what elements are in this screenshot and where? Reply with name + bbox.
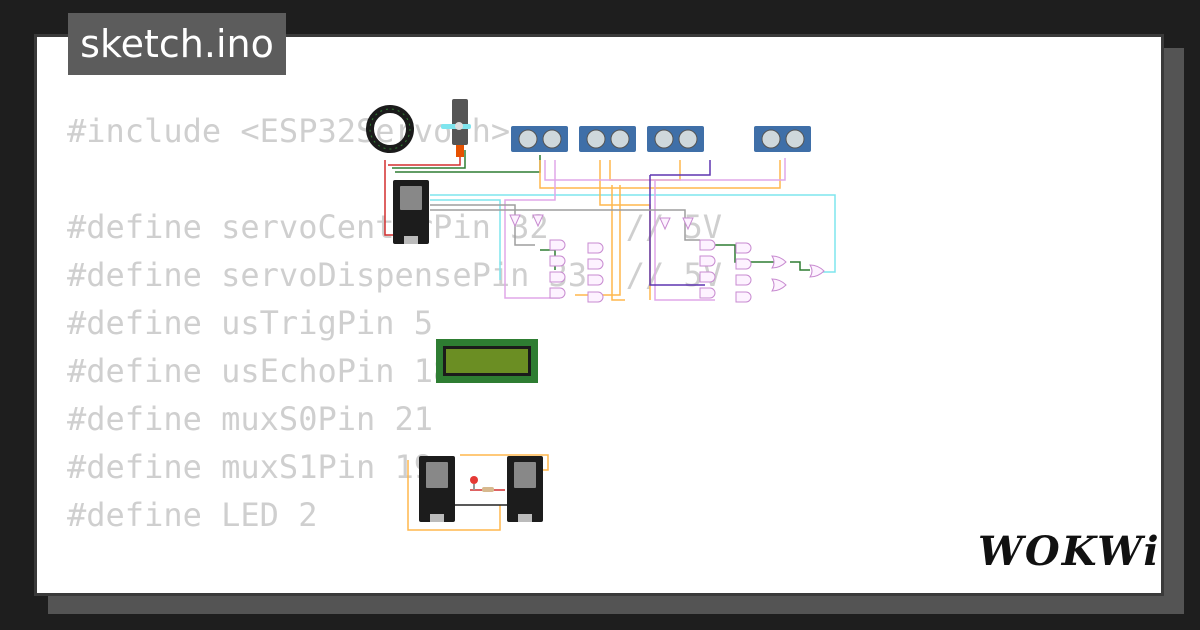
sketch-title: sketch.ino bbox=[68, 13, 286, 75]
code-line: #define muxS1Pin 19 bbox=[67, 448, 434, 486]
hc-sr04-sensor bbox=[754, 126, 811, 152]
and-gate-icon bbox=[549, 255, 566, 267]
and-gate-icon bbox=[699, 271, 716, 283]
wire-orange bbox=[611, 185, 625, 301]
logic-gates-right bbox=[659, 217, 825, 303]
wire-green bbox=[790, 261, 810, 271]
code-line: #define usEchoPin 18 bbox=[67, 352, 453, 390]
wire-gray bbox=[430, 209, 700, 241]
code-line: #define LED 2 bbox=[67, 496, 318, 534]
esp32-board bbox=[419, 456, 455, 522]
and-gate-icon bbox=[587, 258, 604, 270]
and-gate-icon bbox=[587, 242, 604, 254]
wire-red bbox=[388, 150, 461, 166]
and-gate-icon bbox=[735, 274, 752, 286]
wire-purple bbox=[649, 175, 705, 286]
and-gate-icon bbox=[735, 291, 752, 303]
code-line: #define servoDispensePin 33 // 5V bbox=[67, 256, 723, 294]
and-gate-icon bbox=[735, 242, 752, 254]
and-gate-icon bbox=[735, 258, 752, 270]
hc-sr04-sensor bbox=[647, 126, 704, 152]
and-gate-icon bbox=[587, 291, 604, 303]
not-gate-icon bbox=[682, 217, 694, 231]
red-led bbox=[470, 476, 478, 490]
not-gate-icon bbox=[659, 217, 671, 231]
code-line: Servo servoCenter, servoDisp bbox=[67, 587, 722, 593]
code-line: #define muxS0Pin 21 bbox=[67, 400, 434, 438]
neopixel-ring-icon bbox=[366, 105, 414, 153]
and-gate-icon bbox=[587, 274, 604, 286]
wire-orange bbox=[407, 460, 501, 531]
not-gate-icon bbox=[532, 214, 544, 228]
and-gate-icon bbox=[699, 287, 716, 299]
wire-orange bbox=[460, 454, 549, 471]
wire-orange bbox=[539, 160, 781, 189]
wire-orange bbox=[609, 160, 681, 181]
wire-orange bbox=[599, 160, 651, 300]
or-gate-icon bbox=[809, 264, 825, 278]
wire-cyan bbox=[430, 194, 836, 273]
wire-green bbox=[395, 155, 541, 173]
resistor bbox=[482, 487, 494, 492]
wire-green bbox=[392, 150, 466, 169]
and-gate-icon bbox=[699, 255, 716, 267]
hc-sr04-sensor bbox=[579, 126, 636, 152]
wire-cyan bbox=[430, 199, 501, 280]
or-gate-icon bbox=[771, 278, 787, 292]
and-gate-icon bbox=[549, 239, 566, 251]
lcd-display bbox=[436, 339, 538, 383]
wokwi-logo: WOKWi bbox=[978, 528, 1161, 575]
esp32-board bbox=[393, 180, 429, 244]
esp32-board bbox=[507, 456, 543, 522]
wire-green bbox=[715, 244, 775, 263]
wire-pink bbox=[504, 160, 560, 299]
wire-pink bbox=[544, 158, 786, 181]
wire-purple bbox=[650, 160, 711, 176]
servo-icon bbox=[441, 99, 471, 157]
not-gate-icon bbox=[509, 214, 521, 228]
and-gate-icon bbox=[549, 271, 566, 283]
wire-gray bbox=[430, 204, 535, 246]
and-gate-icon bbox=[699, 239, 716, 251]
hc-sr04-sensor bbox=[511, 126, 568, 152]
code-line: #define usTrigPin 5 bbox=[67, 304, 434, 342]
or-gate-icon bbox=[771, 255, 787, 269]
wire-pink bbox=[654, 180, 715, 301]
and-gate-icon bbox=[549, 287, 566, 299]
logic-gates-left bbox=[509, 214, 604, 303]
